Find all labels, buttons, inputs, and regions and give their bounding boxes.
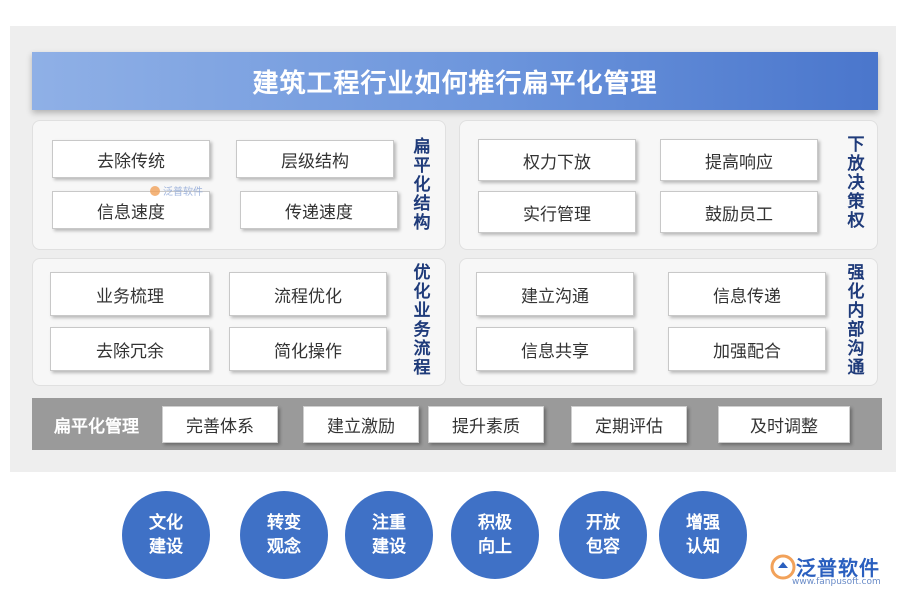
brand-logo: 泛普软件: [770, 552, 880, 581]
item-box: 实行管理: [478, 191, 636, 233]
brand-logo-icon: [770, 554, 796, 579]
item-box: 建立沟通: [476, 272, 634, 316]
bottom-item: 建立激励: [303, 406, 419, 443]
circle-text: 转变观念: [267, 513, 301, 557]
circle-text: 文化建设: [149, 513, 183, 557]
watermark: 泛普软件: [150, 183, 203, 198]
circle-text: 开放包容: [586, 513, 620, 557]
circle-item: 增强认知: [659, 491, 747, 579]
item-box: 加强配合: [668, 327, 826, 371]
circle-item: 积极向上: [451, 491, 539, 579]
watermark-text: 泛普软件: [163, 187, 203, 198]
item-box: 去除传统: [52, 140, 210, 178]
circle-item: 注重建设: [345, 491, 433, 579]
item-box: 传递速度: [240, 191, 398, 229]
bottom-item: 及时调整: [718, 406, 850, 443]
title-banner: 建筑工程行业如何推行扁平化管理: [32, 52, 878, 110]
item-box: 流程优化: [229, 272, 387, 316]
brand-url: www.fanpusoft.com: [792, 577, 881, 587]
section-label: 强化内部沟通: [847, 263, 865, 378]
item-box: 去除冗余: [50, 327, 210, 371]
item-box: 信息传递: [668, 272, 826, 316]
circle-text: 增强认知: [686, 513, 720, 557]
section-label: 优化业务流程: [413, 263, 431, 378]
section-label: 扁平化结构: [413, 137, 431, 233]
item-box: 权力下放: [478, 139, 636, 181]
item-box: 信息共享: [476, 327, 634, 371]
bottom-bar-label: 扁平化管理: [54, 417, 139, 437]
bottom-item: 提升素质: [428, 406, 544, 443]
section-label: 下放决策权: [847, 135, 865, 231]
item-box: 业务梳理: [50, 272, 210, 316]
circle-item: 转变观念: [240, 491, 328, 579]
item-box: 简化操作: [229, 327, 387, 371]
circle-text: 积极向上: [478, 513, 512, 557]
circle-text: 注重建设: [372, 513, 406, 557]
bottom-item: 定期评估: [571, 406, 687, 443]
circle-item: 开放包容: [559, 491, 647, 579]
diagram-title: 建筑工程行业如何推行扁平化管理: [252, 68, 658, 99]
item-box: 提高响应: [660, 139, 818, 181]
item-box: 层级结构: [236, 140, 394, 178]
brand-name: 泛普软件: [796, 556, 880, 580]
item-box: 信息速度: [52, 191, 210, 229]
bottom-item: 完善体系: [162, 406, 278, 443]
watermark-logo-icon: [150, 185, 160, 196]
item-box: 鼓励员工: [660, 191, 818, 233]
circle-item: 文化建设: [122, 491, 210, 579]
